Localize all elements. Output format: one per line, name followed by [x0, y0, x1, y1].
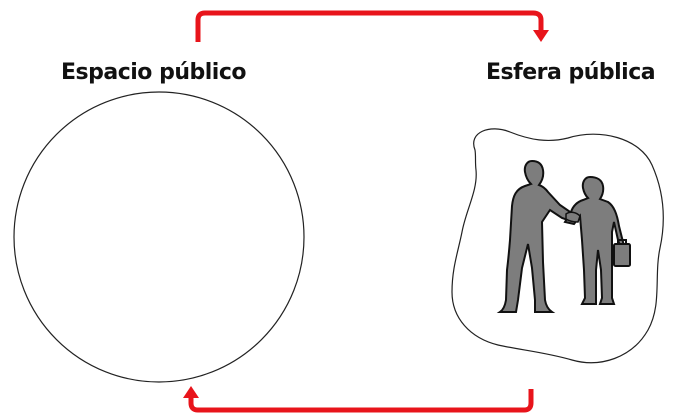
two-businessmen-shaking-hands-icon — [496, 159, 631, 313]
public-space-label: Espacio público — [61, 60, 246, 85]
top-arrow — [195, 10, 549, 42]
public-space-circle — [13, 91, 305, 383]
public-sphere-label: Esfera pública — [486, 60, 656, 85]
public-sphere-blob — [451, 128, 664, 364]
top-arrowhead — [533, 30, 549, 42]
bottom-arrowhead — [183, 386, 199, 398]
bottom-arrow — [183, 386, 534, 413]
